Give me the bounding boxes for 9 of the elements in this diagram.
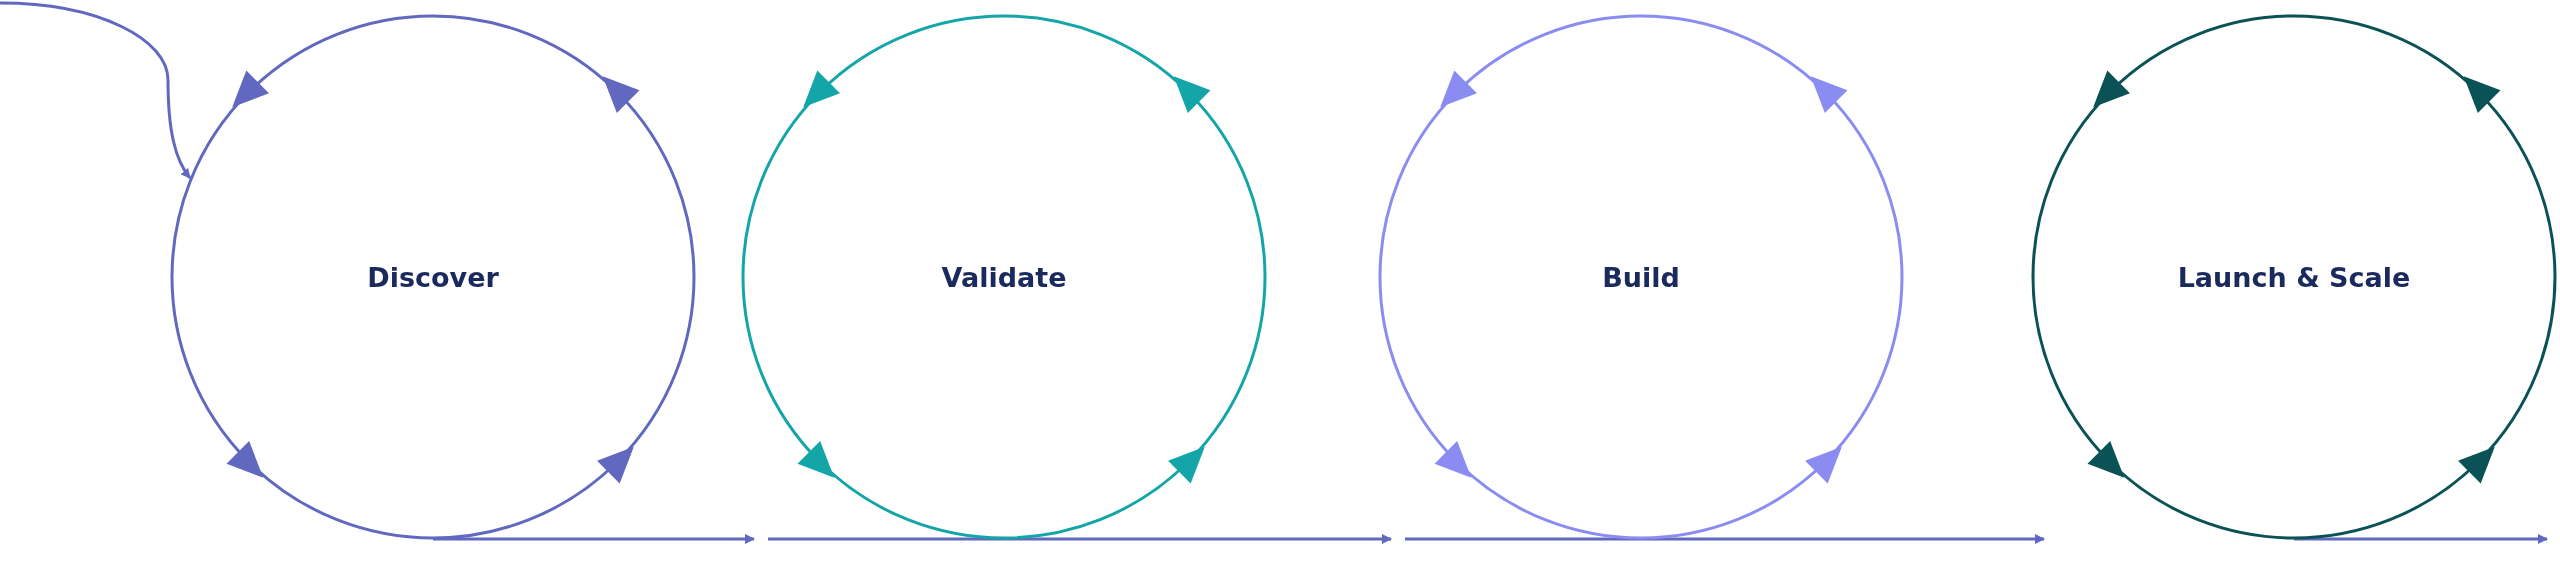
arrow	[2294, 534, 2548, 544]
arrow	[768, 534, 1392, 544]
arrow	[0, 1, 192, 179]
stage-label: Launch & Scale	[2177, 261, 2411, 293]
stage-label: Validate	[941, 261, 1067, 293]
arrow	[1405, 534, 2045, 544]
stage-label: Discover	[367, 261, 499, 293]
stage-label: Build	[1602, 261, 1680, 293]
arrow	[433, 534, 755, 544]
